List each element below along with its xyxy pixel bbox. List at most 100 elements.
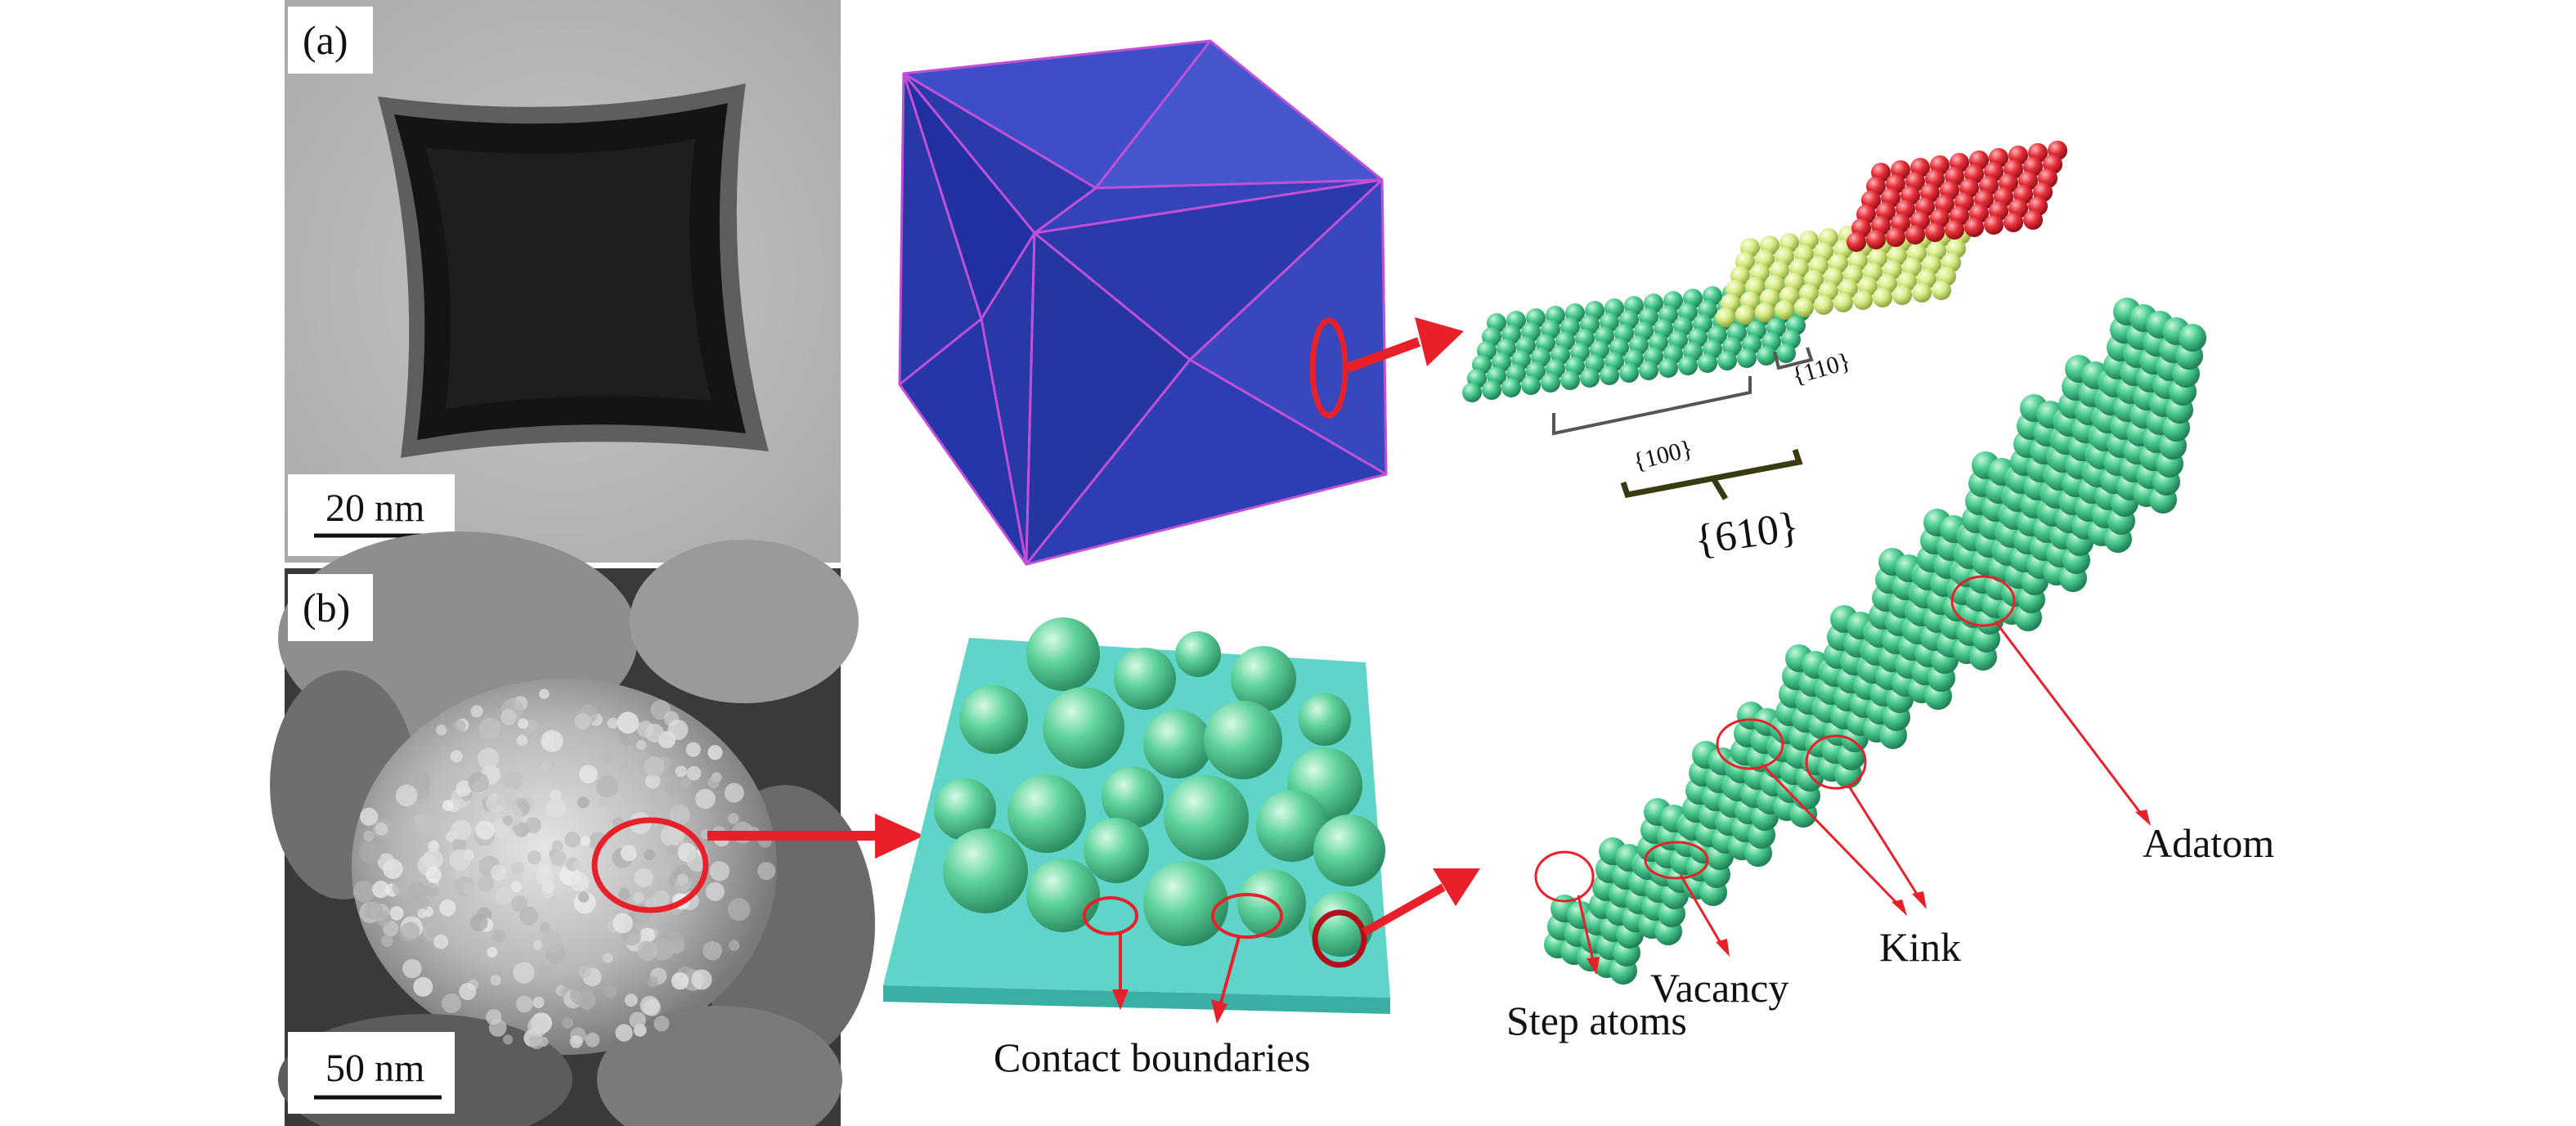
facet-atom-yellow bbox=[1932, 280, 1951, 300]
sem-grain bbox=[486, 1009, 502, 1025]
substrate-sphere bbox=[1008, 774, 1086, 853]
sem-grain bbox=[645, 897, 657, 910]
sem-grain bbox=[538, 863, 551, 875]
sem-grain bbox=[550, 850, 567, 867]
sem-grain bbox=[539, 689, 550, 699]
sem-grain bbox=[417, 908, 428, 919]
sem-grain bbox=[477, 875, 494, 892]
facet-atom-green bbox=[1639, 361, 1658, 380]
sem-grain bbox=[442, 994, 462, 1013]
facet-atom-red bbox=[2004, 213, 2023, 232]
sem-grain bbox=[541, 931, 563, 953]
sem-grain bbox=[580, 836, 591, 846]
sem-grain bbox=[402, 958, 422, 979]
sem-grain bbox=[539, 922, 551, 934]
sem-grain bbox=[516, 734, 528, 747]
sem-grain bbox=[451, 837, 467, 853]
sem-grain bbox=[573, 859, 585, 871]
sem-grain bbox=[381, 935, 393, 947]
panel-a-scale-text: 20 nm bbox=[325, 487, 424, 530]
facet-atom-red bbox=[1847, 232, 1866, 252]
sem-grain bbox=[545, 797, 567, 819]
substrate-sphere bbox=[1143, 861, 1228, 946]
facet-atom-green bbox=[1462, 383, 1482, 402]
sem-grain bbox=[541, 760, 551, 772]
sem-grain bbox=[724, 783, 744, 803]
substrate-sphere bbox=[959, 685, 1028, 754]
panel-b-scale-bar: 50 nm bbox=[288, 1032, 455, 1114]
sem-grain bbox=[468, 772, 489, 793]
sem-grain bbox=[649, 792, 663, 805]
sem-grain bbox=[647, 976, 659, 988]
sem-grain bbox=[664, 781, 679, 796]
sem-grain bbox=[425, 867, 442, 883]
sem-grain bbox=[453, 720, 466, 733]
sem-grain bbox=[510, 881, 523, 893]
arrow-sem-to-substrate bbox=[707, 814, 924, 859]
facet-110-label: {110} bbox=[1789, 348, 1854, 390]
sem-grain bbox=[352, 880, 375, 903]
facet-atom-yellow bbox=[1892, 285, 1912, 305]
facet-atom-yellow bbox=[1735, 305, 1755, 325]
sem-grain bbox=[395, 784, 418, 807]
facet-atom-red bbox=[1866, 230, 1886, 249]
sem-grain bbox=[659, 868, 671, 881]
sem-grain bbox=[577, 796, 590, 809]
sem-grain bbox=[680, 777, 691, 789]
sem-grain bbox=[502, 815, 514, 826]
sem-grain bbox=[603, 984, 617, 998]
sem-grain bbox=[615, 1024, 633, 1042]
sem-grain bbox=[675, 765, 687, 778]
sem-grain bbox=[490, 975, 501, 986]
sem-grain bbox=[574, 712, 591, 729]
sem-grain bbox=[653, 1016, 670, 1032]
sem-grain bbox=[478, 717, 501, 740]
sem-grain bbox=[757, 862, 776, 881]
sem-grain bbox=[695, 788, 716, 810]
vacancy-label: Vacancy bbox=[1650, 965, 1788, 1011]
sem-grain bbox=[634, 868, 653, 887]
facet-atom-green bbox=[1678, 356, 1698, 375]
sem-grain bbox=[577, 891, 590, 903]
sem-grain bbox=[669, 804, 691, 826]
sem-grain bbox=[637, 940, 657, 962]
sem-grain bbox=[491, 864, 507, 881]
sem-grain bbox=[372, 881, 390, 899]
facet-atom-red bbox=[1945, 220, 1964, 240]
sem-grain bbox=[449, 849, 471, 871]
sem-grain bbox=[728, 940, 740, 951]
panel-b-label: (b) bbox=[303, 585, 350, 630]
sem-grain bbox=[617, 888, 631, 901]
arrow-cube-to-facet bbox=[1345, 317, 1464, 373]
sem-grain bbox=[636, 739, 647, 751]
sem-grain bbox=[707, 776, 720, 789]
sem-grain bbox=[550, 789, 562, 801]
sem-grain bbox=[515, 995, 533, 1013]
substrate-sphere bbox=[1175, 631, 1221, 677]
sem-grain bbox=[562, 1017, 573, 1029]
sem-grain bbox=[406, 869, 417, 881]
sem-grain bbox=[579, 765, 598, 783]
substrate-sphere bbox=[1313, 814, 1385, 886]
sem-grain bbox=[671, 971, 689, 990]
panel-a-tem-image bbox=[285, 0, 841, 563]
facet-atom-red bbox=[2023, 210, 2043, 230]
kink-label: Kink bbox=[1879, 924, 1961, 970]
substrate-sphere bbox=[1204, 701, 1282, 779]
sem-grain bbox=[618, 729, 636, 746]
substrate-sphere bbox=[1114, 648, 1176, 710]
sem-grain bbox=[551, 840, 563, 852]
facet-atom-green bbox=[1698, 353, 1717, 373]
sem-grain bbox=[459, 983, 477, 1000]
sem-grain bbox=[495, 887, 513, 905]
substrate-sphere bbox=[1231, 646, 1296, 711]
facet-atom-yellow bbox=[1814, 295, 1833, 315]
substrate-spheres bbox=[934, 617, 1385, 957]
sem-grain bbox=[569, 1035, 583, 1048]
substrate-sphere bbox=[943, 828, 1028, 913]
sem-grain bbox=[653, 890, 670, 907]
facet-atom-yellow bbox=[1912, 283, 1932, 303]
facet-atom-red bbox=[1905, 225, 1925, 244]
sem-grain bbox=[617, 711, 640, 734]
